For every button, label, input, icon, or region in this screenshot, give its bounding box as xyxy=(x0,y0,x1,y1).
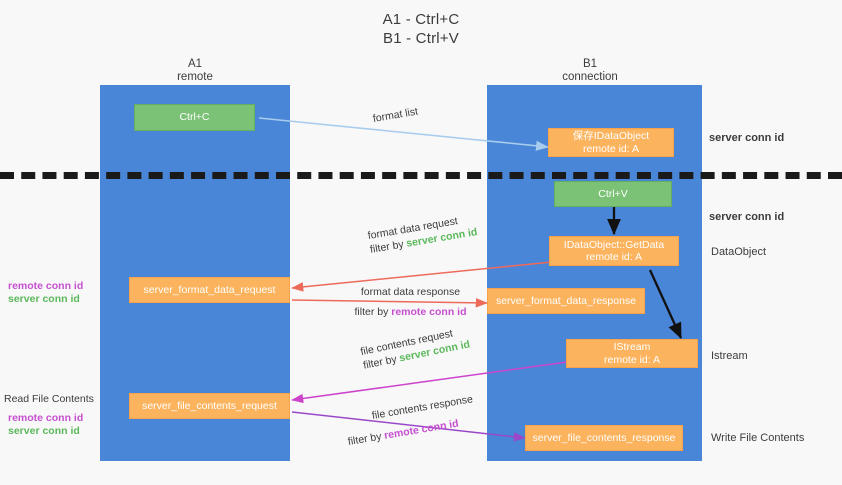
box-getdata-line-2: remote id: A xyxy=(585,251,643,263)
lane-header-a1-name: A1 xyxy=(187,58,203,70)
box-save-idataobject[interactable]: 保存IDataObject remote id: A xyxy=(548,128,674,157)
page-title: A1 - Ctrl+C B1 - Ctrl+V xyxy=(271,10,571,48)
page-title-line-2: B1 - Ctrl+V xyxy=(383,30,459,47)
right-label-dataobject: DataObject xyxy=(711,246,767,258)
box-server-format-data-request[interactable]: server_format_data_request xyxy=(129,277,290,303)
left-label-remote-conn-id-1: remote conn id xyxy=(8,280,84,292)
left-label-server-conn-id-1: server conn id xyxy=(8,293,80,305)
box-ctrl-v-label: Ctrl+V xyxy=(598,187,628,200)
lane-header-a1-sublabel: remote xyxy=(177,71,213,83)
edge-label-format-data-response: format data response xyxy=(338,285,483,299)
box-ctrl-v[interactable]: Ctrl+V xyxy=(554,181,672,207)
right-label-istream: Istream xyxy=(711,350,748,362)
box-server-format-data-response[interactable]: server_format_data_response xyxy=(487,288,645,314)
edge-label-format-data-response-text: format data response xyxy=(360,286,461,298)
right-label-write-file-contents: Write File Contents xyxy=(711,432,805,444)
lane-header-b1-sublabel: connection xyxy=(562,71,618,83)
box-getdata[interactable]: IDataObject::GetData remote id: A xyxy=(549,236,679,266)
box-save-idataobject-line-2: remote id: A xyxy=(582,142,640,155)
box-getdata-line-1: IDataObject::GetData xyxy=(563,238,665,251)
page-title-line-1: A1 - Ctrl+C xyxy=(382,11,460,28)
phase-divider xyxy=(0,172,842,179)
box-server-file-contents-response[interactable]: server_file_contents_response xyxy=(525,425,683,451)
right-label-server-conn-id-2: server conn id xyxy=(709,211,785,223)
box-server-file-contents-response-label: server_file_contents_response xyxy=(532,431,676,444)
box-istream[interactable]: IStream remote id: A xyxy=(566,339,698,368)
lane-header-a1: A1 remote xyxy=(120,58,270,84)
arrow-getdata-to-istream xyxy=(648,269,683,340)
box-save-idataobject-line-1: 保存IDataObject xyxy=(572,130,650,142)
left-label-read-file-contents: Read File Contents xyxy=(4,393,94,405)
edge-label-format-data-response-filter-prefix: filter by xyxy=(354,306,392,318)
edge-label-format-data-response-filter: filter by remote conn id xyxy=(338,305,483,319)
box-server-format-data-request-label: server_format_data_request xyxy=(143,283,276,296)
right-label-server-conn-id-1: server conn id xyxy=(709,132,785,144)
left-label-server-conn-id-2: server conn id xyxy=(8,425,80,437)
left-label-remote-conn-id-2: remote conn id xyxy=(8,412,84,424)
arrow-format-data-request xyxy=(291,261,553,292)
lane-header-b1: B1 connection xyxy=(510,58,670,84)
box-server-file-contents-request-label: server_file_contents_request xyxy=(142,399,277,412)
box-ctrl-c-label: Ctrl+C xyxy=(179,111,210,124)
arrow-format-list xyxy=(258,117,549,151)
arrow-format-data-response xyxy=(291,298,488,308)
box-istream-line-1: IStream xyxy=(613,341,651,353)
box-ctrl-c[interactable]: Ctrl+C xyxy=(134,104,255,131)
lane-header-b1-name: B1 xyxy=(582,58,598,70)
arrow-file-contents-response xyxy=(291,411,526,442)
box-server-file-contents-request[interactable]: server_file_contents_request xyxy=(129,393,290,419)
arrow-file-contents-request xyxy=(291,361,568,404)
box-istream-line-2: remote id: A xyxy=(603,353,661,366)
box-server-format-data-response-label: server_format_data_response xyxy=(495,294,637,307)
edge-label-format-data-response-filter-value: remote conn id xyxy=(391,306,467,318)
